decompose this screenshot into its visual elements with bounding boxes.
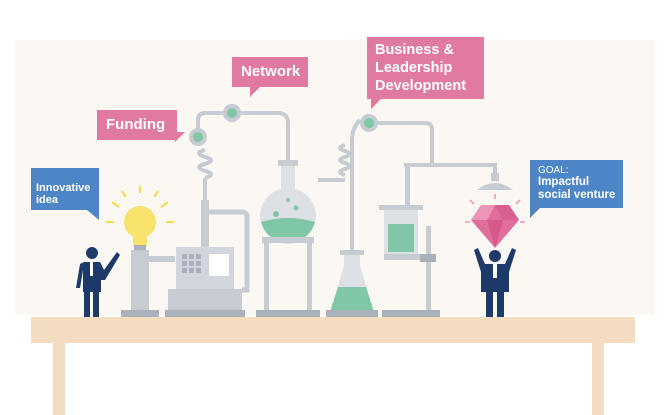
bubble-tail [175, 132, 185, 142]
innovative-idea-text: Innovative idea [36, 182, 91, 206]
table-leg-right [592, 343, 604, 415]
beaker [379, 166, 440, 317]
funding-text: Funding [106, 116, 166, 133]
goal-prefix: GOAL: [538, 165, 569, 176]
bubble-tail [250, 87, 260, 97]
light-bulb-icon [106, 186, 174, 250]
bulb-stand [131, 250, 149, 310]
network-text: Network [241, 63, 301, 80]
business-development-text: Business & Leadership Development [375, 42, 467, 94]
shower-head-icon [477, 173, 513, 190]
tubing [196, 104, 497, 250]
innovative-idea-label: Innovative idea [31, 168, 99, 220]
network-label: Network [232, 57, 308, 97]
funding-label: Funding [97, 110, 185, 142]
table-top [31, 317, 635, 343]
keypad [182, 254, 201, 273]
business-development-label: Business & Leadership Development [367, 37, 484, 109]
machine [165, 148, 250, 317]
goal-label: GOAL: Impactful social venture [530, 160, 623, 218]
erlenmeyer-flask [318, 143, 378, 317]
bubble-tail [371, 99, 381, 109]
round-flask [256, 160, 320, 317]
bubble-tail [87, 210, 99, 220]
bubble-tail [530, 208, 540, 218]
person-icon [474, 248, 516, 317]
tube-nodes [189, 104, 378, 146]
table [31, 317, 635, 415]
bulb-connector [149, 256, 175, 262]
goal-text: Impactful social venture [538, 176, 616, 201]
person-icon [76, 247, 120, 317]
table-leg-left [53, 343, 65, 415]
bulb-stand-base [121, 310, 159, 317]
gem-icon [465, 194, 525, 248]
